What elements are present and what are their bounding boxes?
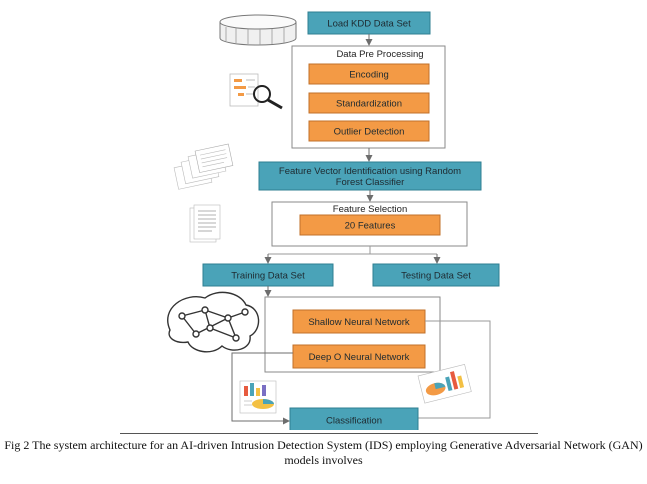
standardization-label: Standardization bbox=[336, 99, 402, 110]
testing-dataset-box bbox=[372, 263, 500, 287]
shallow-nn-label: Shallow Neural Network bbox=[308, 317, 410, 328]
load-dataset-label: Load KDD Data Set bbox=[327, 19, 411, 30]
bar-chart-report-icon bbox=[239, 380, 277, 414]
search-document-icon bbox=[229, 73, 283, 110]
features-20-label: 20 Features bbox=[345, 221, 396, 232]
feature-vector-box bbox=[258, 161, 482, 191]
features-20-box bbox=[299, 214, 441, 236]
feature-selection-title: Feature Selection bbox=[333, 204, 407, 215]
caption-divider bbox=[120, 433, 538, 434]
outlier-label: Outlier Detection bbox=[334, 127, 405, 138]
classification-label: Classification bbox=[326, 416, 382, 427]
neural-brain-icon bbox=[167, 291, 260, 353]
document-list-icon bbox=[189, 204, 221, 243]
database-icon bbox=[219, 14, 297, 46]
encoding-box bbox=[308, 63, 430, 85]
outlier-box bbox=[308, 120, 430, 142]
caption-line-1: Fig 2 The system architecture for an AI-… bbox=[4, 438, 643, 452]
training-dataset-label: Training Data Set bbox=[231, 271, 305, 282]
encoding-label: Encoding bbox=[349, 70, 389, 81]
classification-box bbox=[289, 407, 419, 430]
architecture-diagram: Load KDD Data Set Data Pre Processing En… bbox=[167, 11, 500, 430]
deep-nn-label: Deep O Neural Network bbox=[309, 352, 410, 363]
standardization-box bbox=[308, 92, 430, 114]
feature-vector-label-line1: Feature Vector Identification using Rand… bbox=[279, 166, 461, 177]
deep-nn-box bbox=[292, 344, 426, 369]
feature-vector-label-line2: Forest Classifier bbox=[336, 177, 405, 188]
figure-caption: Fig 2 The system architecture for an AI-… bbox=[0, 438, 647, 468]
preprocessing-title: Data Pre Processing bbox=[336, 49, 423, 60]
caption-line-2: models involves bbox=[284, 453, 363, 467]
testing-dataset-label: Testing Data Set bbox=[401, 271, 471, 282]
stacked-documents-icon bbox=[173, 143, 234, 190]
pie-chart-report-icon bbox=[417, 364, 472, 404]
